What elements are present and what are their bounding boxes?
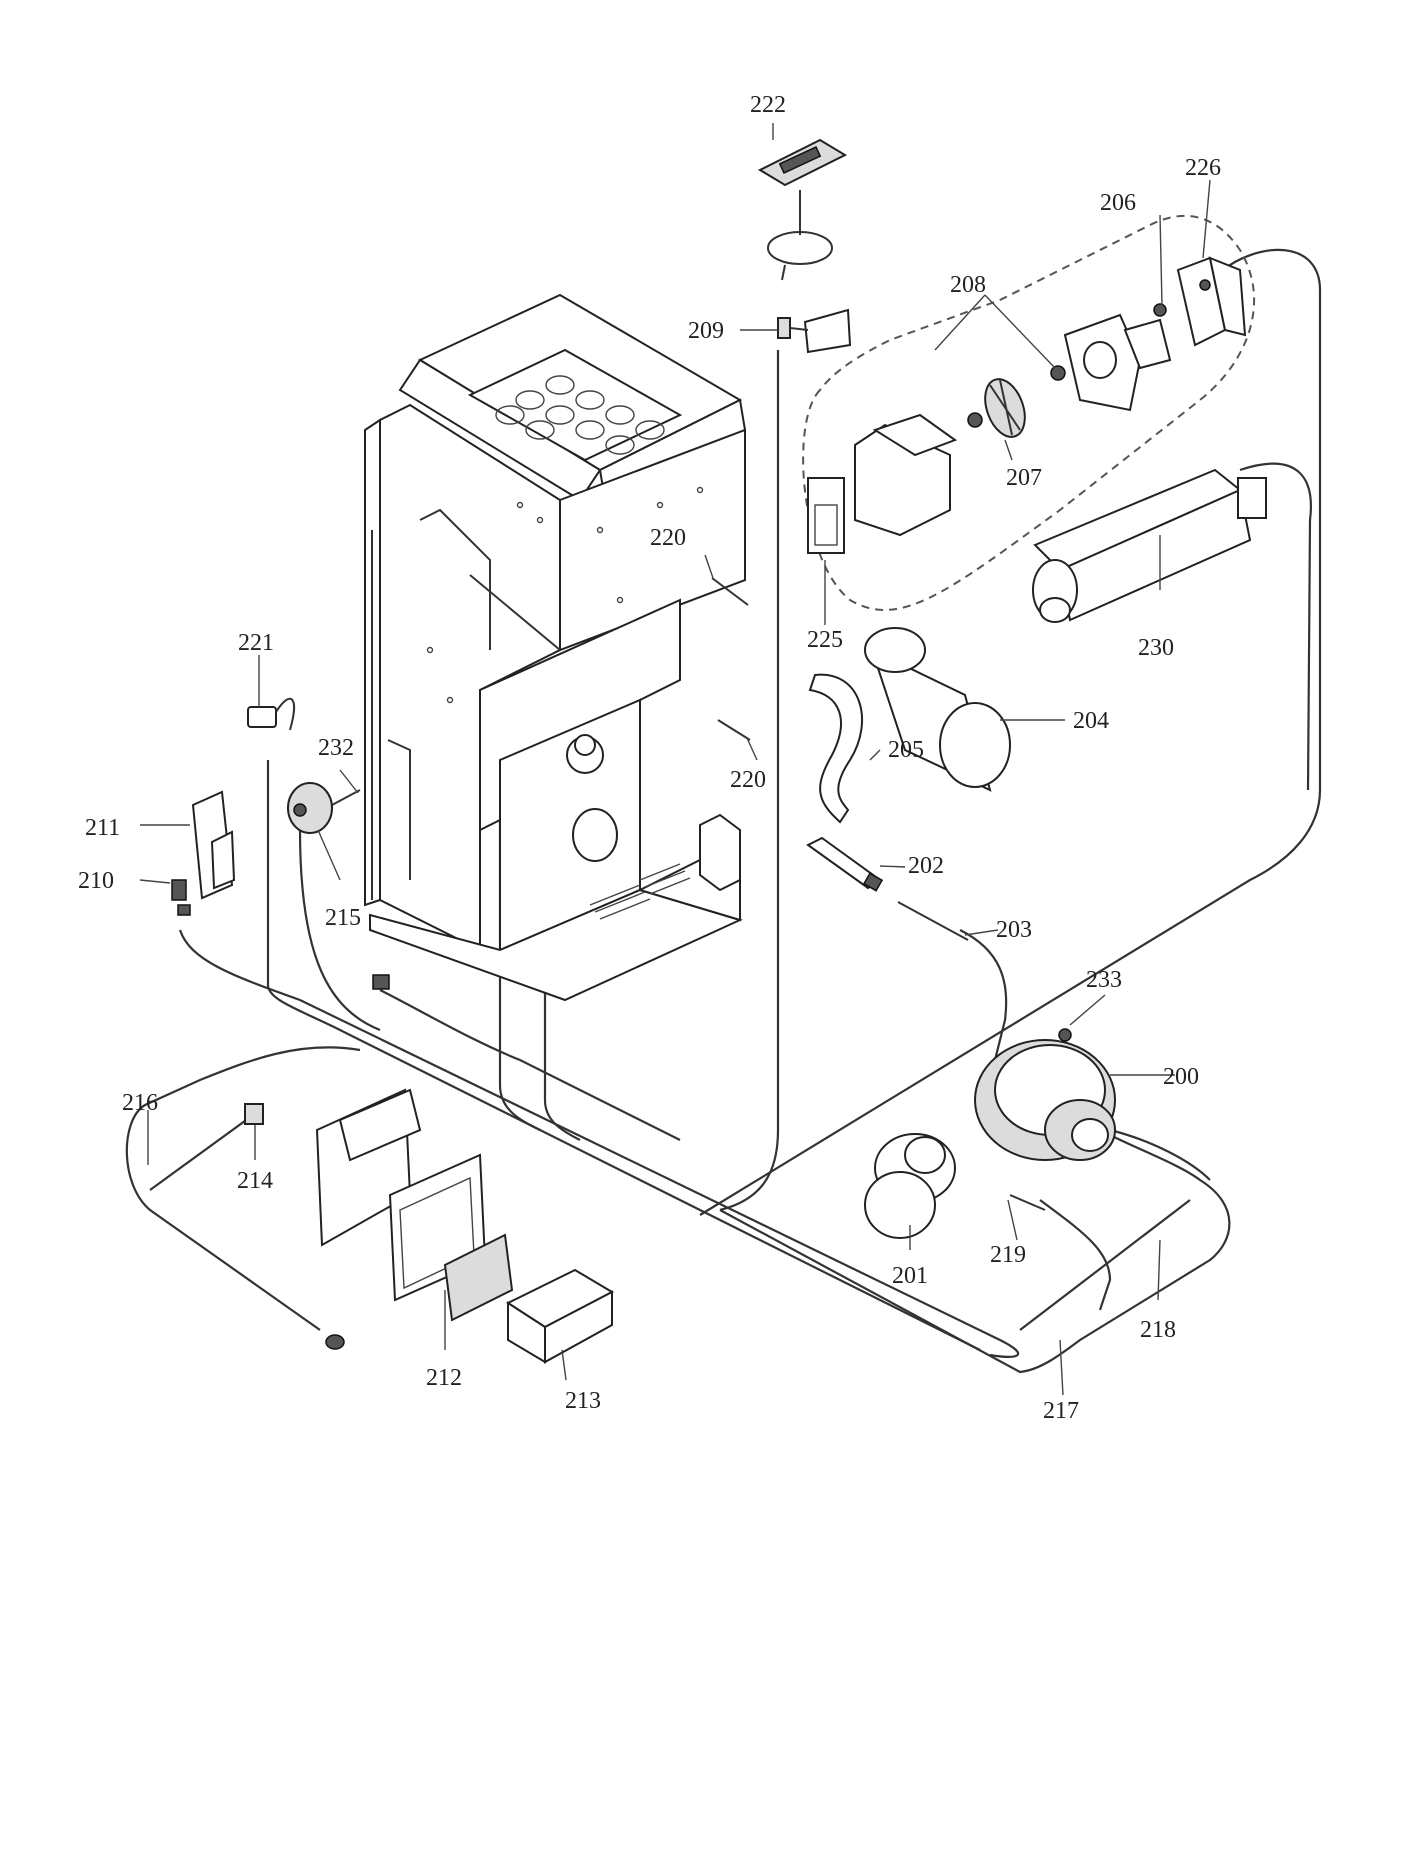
part-207-impeller	[984, 378, 1026, 438]
connector-block	[372, 974, 390, 990]
part-215-pressure-switch	[287, 782, 361, 834]
label-230: 230	[1138, 635, 1174, 661]
label-226: 226	[1185, 155, 1221, 181]
label-202: 202	[908, 853, 944, 879]
part-212-control-board	[315, 1088, 514, 1322]
part-201-elbow	[864, 1133, 956, 1239]
label-220-lower: 220	[730, 767, 766, 793]
label-220-upper: 220	[650, 525, 686, 551]
part-213-transformer	[505, 1268, 615, 1364]
part-230-convection-fan	[1032, 468, 1267, 623]
feeder-subassembly	[802, 215, 1255, 611]
label-204: 204	[1073, 708, 1109, 734]
label-207: 207	[1006, 465, 1042, 491]
label-212: 212	[426, 1365, 462, 1391]
part-205-hose	[808, 673, 864, 824]
burner-grid	[495, 375, 665, 455]
label-222: 222	[750, 92, 786, 118]
label-210: 210	[78, 868, 114, 894]
part-labels: 222 209 208 206 226 207 220 225 230 221 …	[78, 92, 1221, 1424]
label-217: 217	[1043, 1398, 1079, 1424]
label-201: 201	[892, 1263, 928, 1289]
part-203-probe	[897, 901, 969, 941]
part-221-fuse	[247, 697, 295, 731]
label-233: 233	[1086, 967, 1122, 993]
part-222-control-panel	[757, 138, 848, 281]
label-221: 221	[238, 630, 274, 656]
base-vents	[589, 863, 691, 920]
part-210-connector	[171, 879, 191, 916]
label-232: 232	[318, 735, 354, 761]
part-220-pin-lower	[717, 719, 751, 741]
part-211-bracket	[191, 790, 236, 900]
label-219: 219	[990, 1242, 1026, 1268]
leader-lines	[139, 123, 1211, 1396]
label-213: 213	[565, 1388, 601, 1414]
label-200: 200	[1163, 1064, 1199, 1090]
part-216-power-plug	[325, 1334, 345, 1350]
wiring-harness	[125, 248, 1322, 1374]
label-205: 205	[888, 737, 924, 763]
label-208: 208	[950, 272, 986, 298]
label-203: 203	[996, 917, 1032, 943]
label-206: 206	[1100, 190, 1136, 216]
part-220-pin-upper	[711, 577, 749, 606]
part-200-combustion-blower	[974, 1028, 1116, 1161]
label-215: 215	[325, 905, 361, 931]
label-214: 214	[237, 1168, 273, 1194]
part-209-switch	[777, 308, 852, 354]
part-202-tube	[806, 836, 884, 892]
part-204-exhaust-tube	[864, 627, 1011, 792]
label-211: 211	[85, 815, 120, 841]
label-209: 209	[688, 318, 724, 344]
stove-body-frame	[364, 293, 747, 1002]
label-216: 216	[122, 1090, 158, 1116]
label-218: 218	[1140, 1317, 1176, 1343]
label-225: 225	[807, 627, 843, 653]
part-214-plug	[244, 1103, 264, 1125]
part-226-gear-motor	[1176, 256, 1247, 347]
part-219-sensor	[1009, 1194, 1046, 1211]
